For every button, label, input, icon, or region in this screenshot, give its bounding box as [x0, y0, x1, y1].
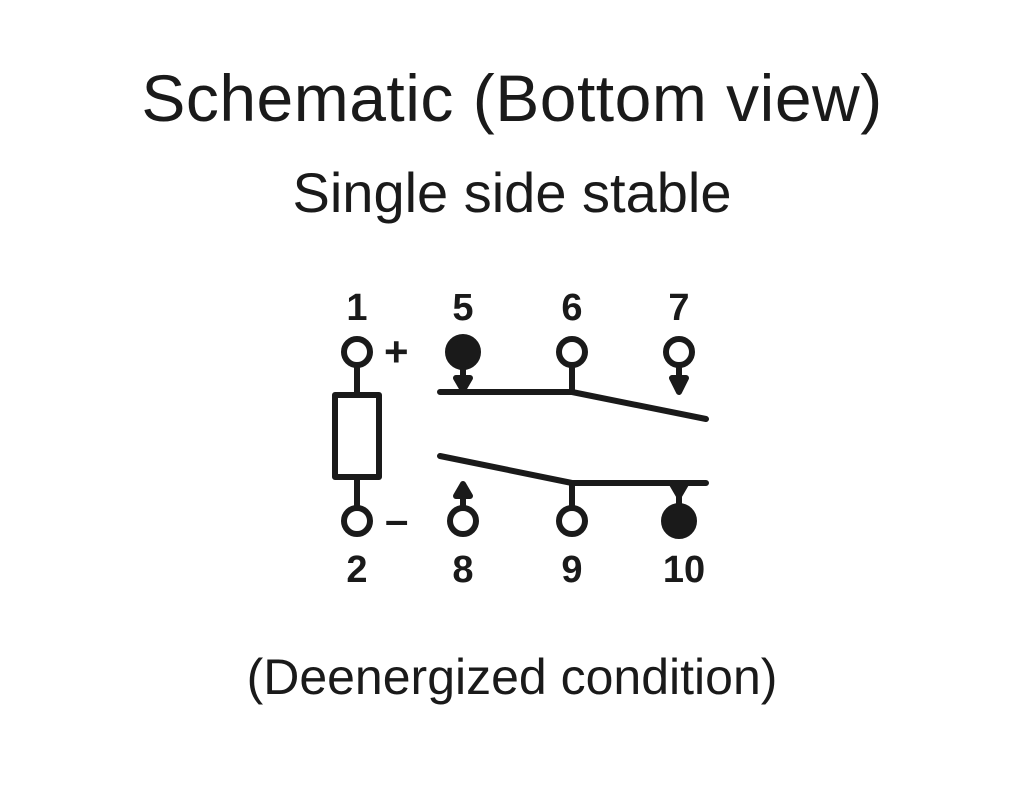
- pin-label-6: 6: [561, 287, 582, 329]
- pin-6-terminal: [556, 336, 588, 368]
- coil-plus-sign: +: [384, 328, 409, 375]
- pin-label-7: 7: [668, 287, 689, 329]
- diagram-subtitle: Single side stable: [292, 161, 732, 224]
- pin-5-terminal: [445, 334, 481, 370]
- pin-2-terminal: [341, 505, 373, 537]
- pin-8-terminal: [447, 505, 479, 537]
- pin-label-9: 9: [561, 549, 582, 591]
- pin-label-2: 2: [346, 549, 367, 591]
- pin-label-8: 8: [452, 549, 473, 591]
- pin-10-contact-arrow: [669, 481, 689, 499]
- diagram-title: Schematic (Bottom view): [141, 61, 883, 135]
- pin-10-terminal: [661, 503, 697, 539]
- pin-label-5: 5: [452, 287, 473, 329]
- pin-7-contact-arrow: [669, 375, 689, 395]
- pin-1-terminal: [341, 336, 373, 368]
- pin-9-terminal: [556, 505, 588, 537]
- pin-label-1: 1: [346, 287, 367, 329]
- condition-caption: (Deenergized condition): [246, 649, 778, 705]
- pin-label-10: 10: [663, 549, 705, 591]
- lower-armature: [437, 453, 709, 486]
- pin-7-terminal: [663, 336, 695, 368]
- coil-minus-sign: –: [385, 496, 408, 543]
- coil-body: [332, 392, 382, 480]
- pin-5-contact-arrow: [453, 375, 473, 393]
- upper-armature: [437, 389, 709, 422]
